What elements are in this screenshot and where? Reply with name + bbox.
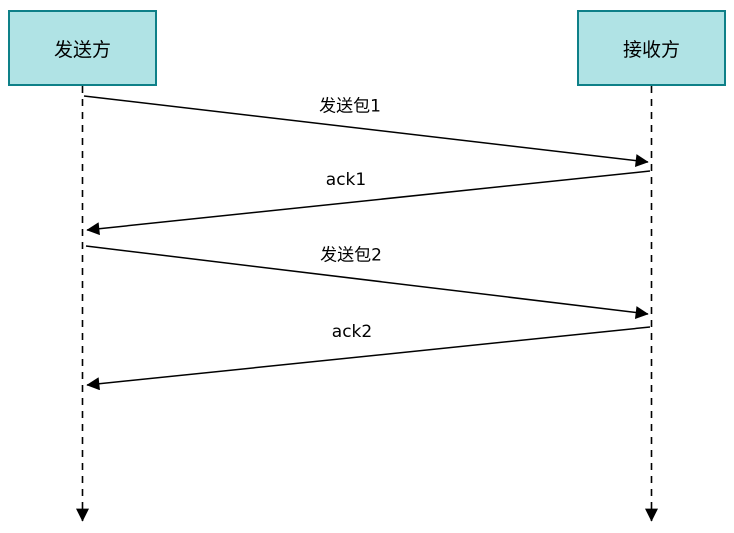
message-label-ack1: ack1 — [325, 170, 367, 190]
actor-label-sender: 发送方 — [53, 38, 111, 61]
actor-box-sender: 发送方 — [8, 10, 157, 86]
actor-label-receiver: 接收方 — [622, 38, 680, 61]
actor-box-receiver: 接收方 — [577, 10, 726, 86]
message-arrow-packet1 — [83, 95, 649, 168]
message-arrow-packet2 — [85, 245, 649, 319]
message-label-packet2: 发送包2 — [320, 245, 382, 266]
message-label-ack2: ack2 — [331, 322, 373, 342]
message-arrow-ack2 — [86, 326, 651, 391]
message-arrow-ack1 — [86, 170, 651, 236]
message-label-packet1: 发送包1 — [319, 96, 381, 117]
